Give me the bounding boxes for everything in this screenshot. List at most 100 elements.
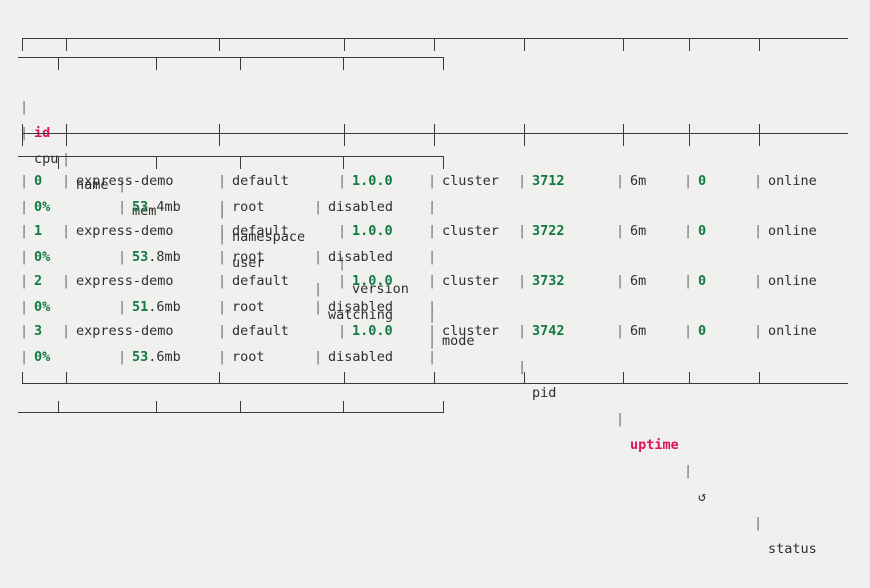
table-row-secondary[interactable]: |0%|53.8mb|root|disabled|	[0, 244, 870, 270]
header-cell-pid[interactable]: pid	[532, 385, 557, 401]
cell-namespace[interactable]: default	[232, 323, 289, 339]
cell-watching[interactable]: disabled	[328, 349, 394, 365]
cell-restarts[interactable]: 0	[698, 323, 707, 339]
rule-tick	[22, 39, 23, 51]
rule-tick	[759, 372, 760, 384]
cell-name[interactable]: express-demo	[76, 323, 174, 339]
col-divider: |	[62, 323, 71, 339]
cell-user[interactable]: root	[232, 199, 265, 215]
cell-id[interactable]: 0	[34, 173, 43, 189]
cell-id[interactable]: 2	[34, 273, 43, 289]
table-bottom-rule-secondary	[18, 401, 444, 413]
cell-status[interactable]: online	[768, 223, 817, 239]
cell-pid[interactable]: 3712	[532, 173, 565, 189]
cell-mode[interactable]: cluster	[442, 323, 499, 339]
cell-mem-value: 53	[132, 199, 149, 215]
col-divider: |	[518, 273, 527, 289]
cell-namespace[interactable]: default	[232, 273, 289, 289]
cell-version[interactable]: 1.0.0	[352, 223, 393, 239]
cell-pid[interactable]: 3732	[532, 273, 565, 289]
cell-mem[interactable]: 51.6mb	[132, 294, 181, 320]
cell-watching[interactable]: disabled	[328, 249, 394, 265]
cell-id[interactable]: 1	[34, 223, 43, 239]
cell-version[interactable]: 1.0.0	[352, 173, 393, 189]
rule-tick	[344, 124, 345, 146]
cell-status[interactable]: online	[768, 323, 817, 339]
col-divider: |	[518, 173, 527, 189]
cell-cpu[interactable]: 0%	[34, 199, 51, 215]
cell-uptime[interactable]: 6m	[630, 173, 647, 189]
cell-pid[interactable]: 3722	[532, 223, 565, 239]
rule-tick	[240, 157, 241, 169]
header-cell-version[interactable]: version	[352, 281, 409, 297]
table-row[interactable]: |0|express-demo|default|1.0.0|cluster|37…	[0, 168, 870, 194]
header-cell-mem[interactable]: mem	[132, 203, 157, 219]
col-divider: |	[218, 349, 227, 365]
cell-mode[interactable]: cluster	[442, 273, 499, 289]
cell-cpu[interactable]: 0%	[34, 249, 51, 265]
cell-restarts[interactable]: 0	[698, 173, 707, 189]
cell-mem[interactable]: 53.4mb	[132, 194, 181, 220]
cell-name[interactable]: express-demo	[76, 273, 174, 289]
cell-name[interactable]: express-demo	[76, 173, 174, 189]
header-cell-status[interactable]: status	[768, 541, 817, 557]
cell-version[interactable]: 1.0.0	[352, 323, 393, 339]
cell-cpu[interactable]: 0%	[34, 349, 51, 365]
restart-icon[interactable]: ↺	[698, 489, 707, 505]
table-row-secondary[interactable]: |0%|53.6mb|root|disabled|	[0, 344, 870, 370]
col-divider: |	[684, 273, 693, 289]
cell-status[interactable]: online	[768, 273, 817, 289]
header-cell-cpu[interactable]: cpu	[34, 151, 59, 167]
cell-uptime[interactable]: 6m	[630, 223, 647, 239]
col-divider: |	[684, 463, 693, 479]
cell-mode[interactable]: cluster	[442, 173, 499, 189]
cell-pid[interactable]: 3742	[532, 323, 565, 339]
cell-restarts[interactable]: 0	[698, 223, 707, 239]
table-header-row-primary: | id | name | namespace | version | mode…	[0, 68, 870, 557]
cell-name[interactable]: express-demo	[76, 223, 174, 239]
col-divider: |	[428, 249, 437, 265]
cell-namespace[interactable]: default	[232, 223, 289, 239]
cell-mem-value: 53	[132, 349, 149, 365]
cell-user[interactable]: root	[232, 249, 265, 265]
cell-mem-unit: .4mb	[148, 199, 181, 215]
cell-mem[interactable]: 53.8mb	[132, 244, 181, 270]
header-cell-user[interactable]: user	[232, 255, 265, 271]
table-row[interactable]: |3|express-demo|default|1.0.0|cluster|37…	[0, 318, 870, 344]
cell-watching[interactable]: disabled	[328, 299, 394, 315]
cell-mem[interactable]: 53.6mb	[132, 344, 181, 370]
cell-namespace[interactable]: default	[232, 173, 289, 189]
cell-user[interactable]: root	[232, 349, 265, 365]
header-separator-rule-secondary	[18, 156, 444, 169]
cell-restarts[interactable]: 0	[698, 273, 707, 289]
col-divider: |	[428, 273, 437, 289]
rule-tick	[524, 372, 525, 384]
cell-cpu[interactable]: 0%	[34, 299, 51, 315]
header-cell-namespace[interactable]: namespace	[232, 229, 306, 245]
cell-mode[interactable]: cluster	[442, 223, 499, 239]
header-cell-watching[interactable]: watching	[328, 307, 394, 323]
col-divider: |	[218, 299, 227, 315]
col-divider: |	[218, 249, 227, 265]
rule-tick	[156, 401, 157, 413]
cell-version[interactable]: 1.0.0	[352, 273, 393, 289]
rule-tick	[343, 401, 344, 413]
cell-uptime[interactable]: 6m	[630, 273, 647, 289]
cell-user[interactable]: root	[232, 299, 265, 315]
col-divider: |	[428, 307, 437, 323]
table-row[interactable]: |1|express-demo|default|1.0.0|cluster|37…	[0, 218, 870, 244]
cell-status[interactable]: online	[768, 173, 817, 189]
table-row-secondary[interactable]: |0%|51.6mb|root|disabled|	[0, 294, 870, 320]
col-divider: |	[20, 199, 29, 215]
table-row[interactable]: |2|express-demo|default|1.0.0|cluster|37…	[0, 268, 870, 294]
header-cell-uptime[interactable]: uptime	[630, 437, 679, 453]
cell-id[interactable]: 3	[34, 323, 43, 339]
col-divider: |	[218, 173, 227, 189]
header-cell-mode[interactable]: mode	[442, 333, 475, 349]
cell-uptime[interactable]: 6m	[630, 323, 647, 339]
cell-watching[interactable]: disabled	[328, 199, 394, 215]
col-divider: |	[518, 359, 527, 375]
header-cell-name[interactable]: name	[76, 177, 109, 193]
col-divider: |	[118, 349, 127, 365]
table-row-secondary[interactable]: |0%|53.4mb|root|disabled|	[0, 194, 870, 220]
